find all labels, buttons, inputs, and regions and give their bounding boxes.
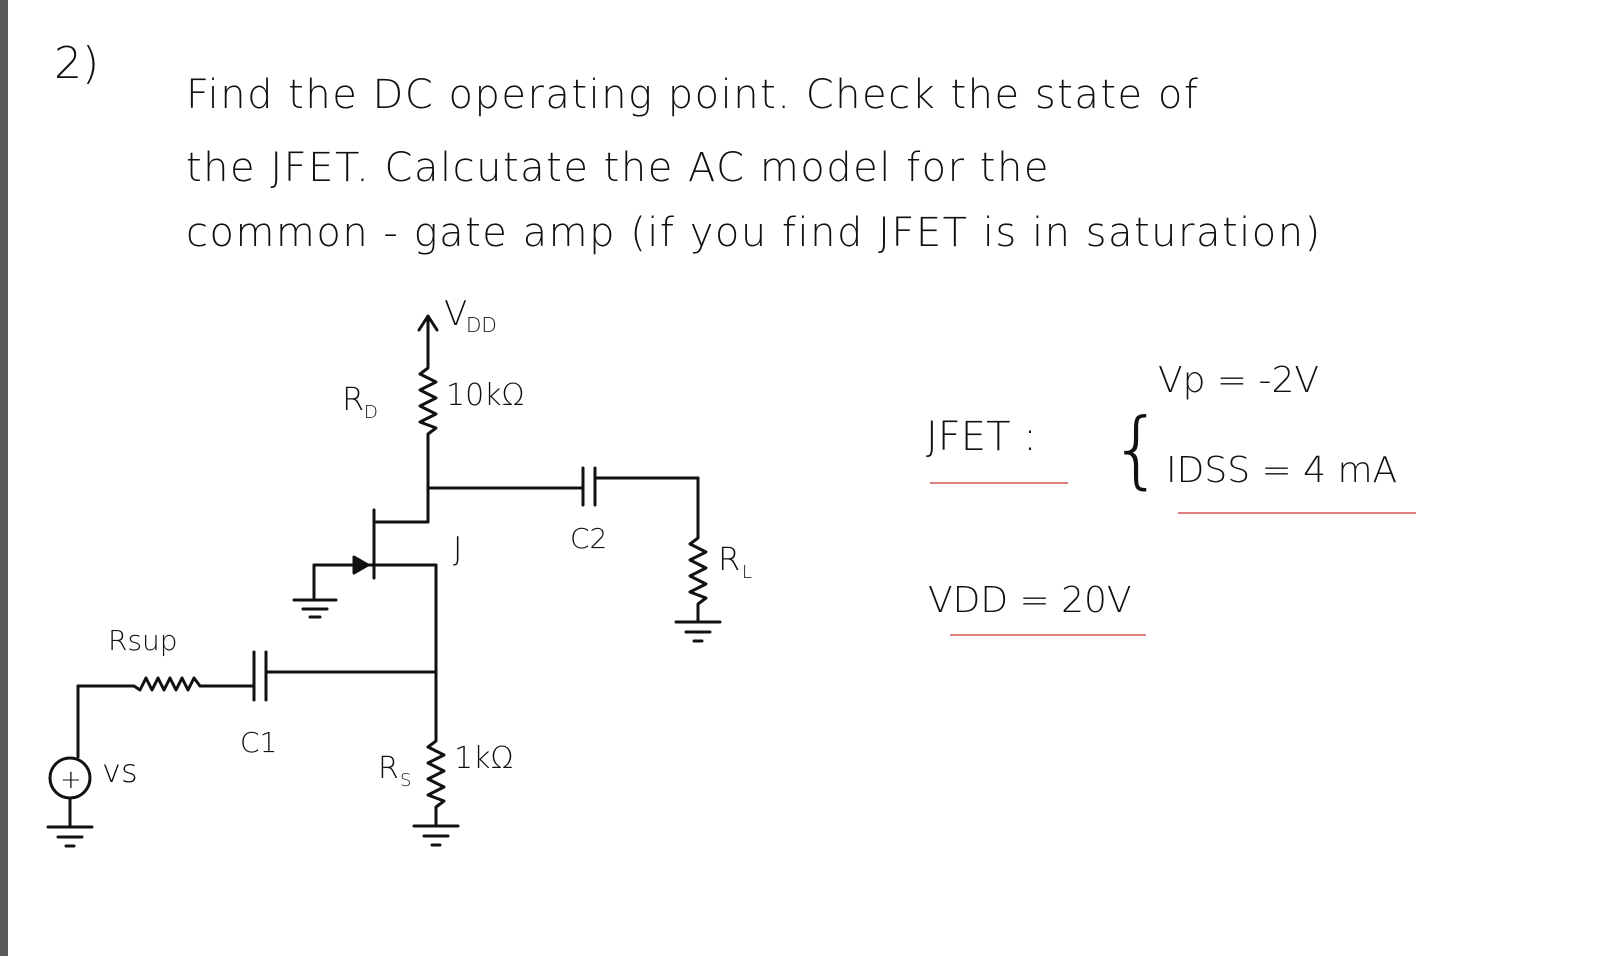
problem-text-line-1: Find the DC operating point. Check the s… xyxy=(186,72,1200,118)
rd-label: R xyxy=(342,380,364,418)
source-plus: + xyxy=(60,765,82,795)
jfet-label: J xyxy=(453,530,462,568)
vdd-underline xyxy=(950,634,1146,636)
rd-value: 10kΩ xyxy=(446,378,524,413)
gate-ground xyxy=(292,598,338,619)
idss-underline xyxy=(1178,512,1416,514)
source-ground xyxy=(46,825,94,848)
jfet-symbol xyxy=(312,486,438,674)
rd-subscript: D xyxy=(364,402,378,423)
rsup-label: Rsup xyxy=(108,624,178,657)
rl-resistor xyxy=(688,530,708,622)
idss-value: IDSS = 4 mA xyxy=(1166,450,1397,491)
rs-value: 1kΩ xyxy=(454,741,513,776)
c1-label: C1 xyxy=(240,726,277,759)
vdd-label: V xyxy=(444,294,467,334)
rs-resistor xyxy=(426,733,446,826)
circuit-schematic: V DD R D 10kΩ C2 R L J Rsup C1 R S 1kΩ +… xyxy=(46,294,1397,848)
rl-subscript: L xyxy=(742,562,752,583)
rl-label: R xyxy=(718,540,740,578)
vdd-value: VDD = 20V xyxy=(928,580,1132,621)
vdd-arrow xyxy=(417,314,439,364)
vp-value: Vp = -2V xyxy=(1158,360,1319,401)
rl-ground xyxy=(674,620,722,643)
worksheet-page: 2) Find the DC operating point. Check th… xyxy=(8,0,1610,956)
jfet-params-title: JFET : xyxy=(926,414,1037,460)
rs-ground xyxy=(412,824,460,847)
c1-capacitor xyxy=(252,650,268,702)
c2-capacitor xyxy=(581,466,597,507)
rsup-resistor xyxy=(76,676,208,692)
problem-text-line-2: the JFET. Calcutate the AC model for the xyxy=(186,145,1050,191)
problem-text-line-3: common - gate amp (if you find JFET is i… xyxy=(186,210,1322,256)
c2-label: C2 xyxy=(570,522,607,555)
rd-resistor xyxy=(418,360,438,490)
vdd-subscript: DD xyxy=(466,313,497,337)
rs-label: R xyxy=(378,751,399,786)
params-brace: { xyxy=(1110,400,1163,498)
rs-subscript: S xyxy=(400,770,411,791)
problem-number: 2) xyxy=(54,38,100,89)
jfet-title-underline xyxy=(930,482,1068,484)
source-label: vs xyxy=(102,752,138,790)
